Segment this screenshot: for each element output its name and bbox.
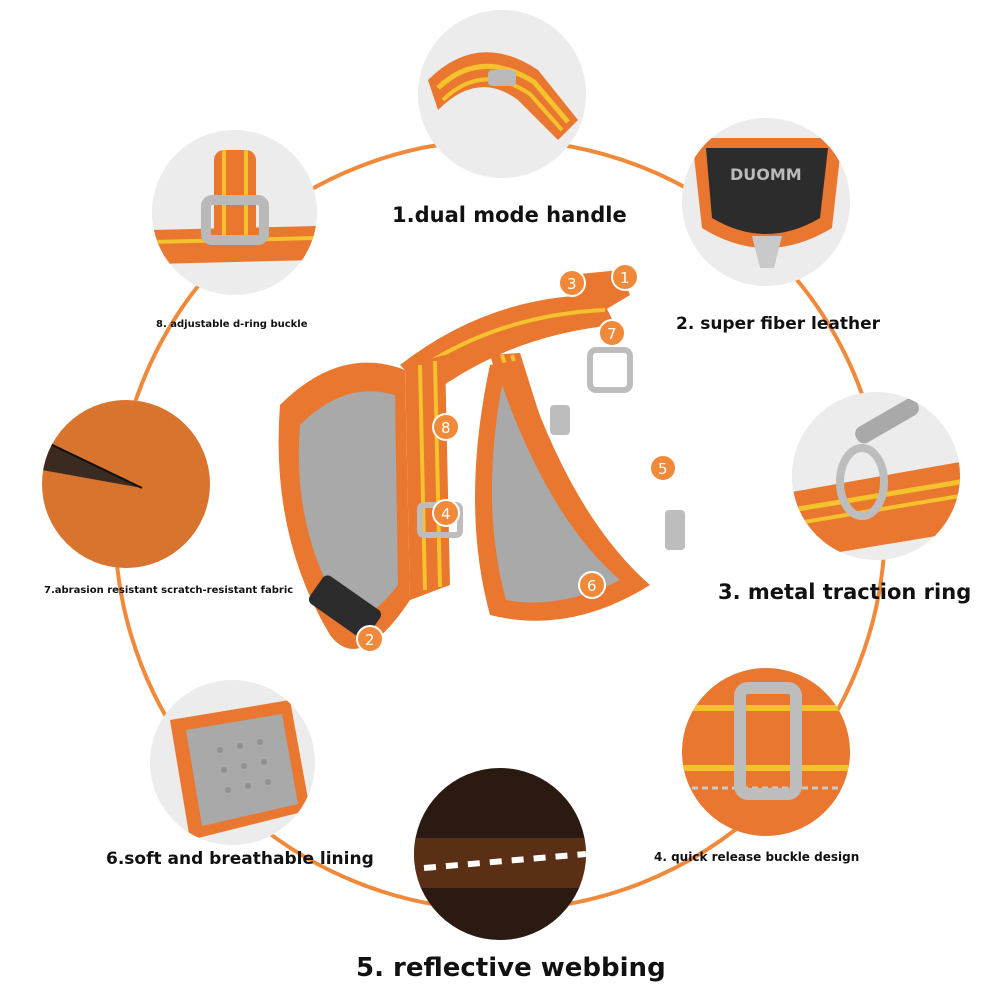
detail-photo-lining bbox=[150, 680, 315, 845]
label-soft-breathable-lining: 6.soft and breathable lining bbox=[106, 849, 374, 869]
label-abrasion-resistant-fabric: 7.abrasion resistant scratch-resistant f… bbox=[44, 585, 294, 596]
label-dual-mode-handle: 1.dual mode handle bbox=[392, 203, 627, 227]
svg-text:8: 8 bbox=[441, 419, 451, 437]
label-metal-traction-ring: 3. metal traction ring bbox=[718, 580, 972, 604]
harness-illustration: 1 2 3 4 5 6 7 8 bbox=[278, 263, 685, 653]
detail-photo-d-ring bbox=[152, 130, 317, 295]
svg-text:6: 6 bbox=[587, 577, 597, 595]
marker-5: 5 bbox=[649, 454, 677, 482]
label-quick-release-buckle: 4. quick release buckle design bbox=[654, 850, 860, 864]
detail-photo-fabric bbox=[42, 400, 210, 568]
brand-logo-text: DUOMM bbox=[730, 165, 802, 184]
marker-1: 1 bbox=[611, 263, 639, 291]
label-reflective-webbing: 5. reflective webbing bbox=[356, 953, 666, 983]
detail-photo-handle bbox=[418, 10, 586, 178]
detail-photo-reflective bbox=[414, 768, 586, 940]
marker-7: 7 bbox=[598, 319, 626, 347]
marker-3: 3 bbox=[558, 269, 586, 297]
svg-text:1: 1 bbox=[620, 269, 630, 287]
detail-photo-buckle bbox=[682, 668, 850, 836]
svg-text:2: 2 bbox=[365, 631, 375, 649]
marker-6: 6 bbox=[578, 571, 606, 599]
svg-text:3: 3 bbox=[567, 275, 577, 293]
detail-photo-traction-ring bbox=[792, 392, 960, 560]
label-adjustable-d-ring-buckle: 8. adjustable d-ring buckle bbox=[156, 319, 308, 330]
detail-photo-leather: DUOMM bbox=[682, 118, 850, 286]
marker-4: 4 bbox=[432, 499, 460, 527]
svg-text:5: 5 bbox=[658, 460, 668, 478]
svg-text:4: 4 bbox=[441, 505, 451, 523]
marker-2: 2 bbox=[356, 625, 384, 653]
svg-text:7: 7 bbox=[607, 325, 617, 343]
marker-8: 8 bbox=[432, 413, 460, 441]
label-super-fiber-leather: 2. super fiber leather bbox=[676, 314, 880, 334]
